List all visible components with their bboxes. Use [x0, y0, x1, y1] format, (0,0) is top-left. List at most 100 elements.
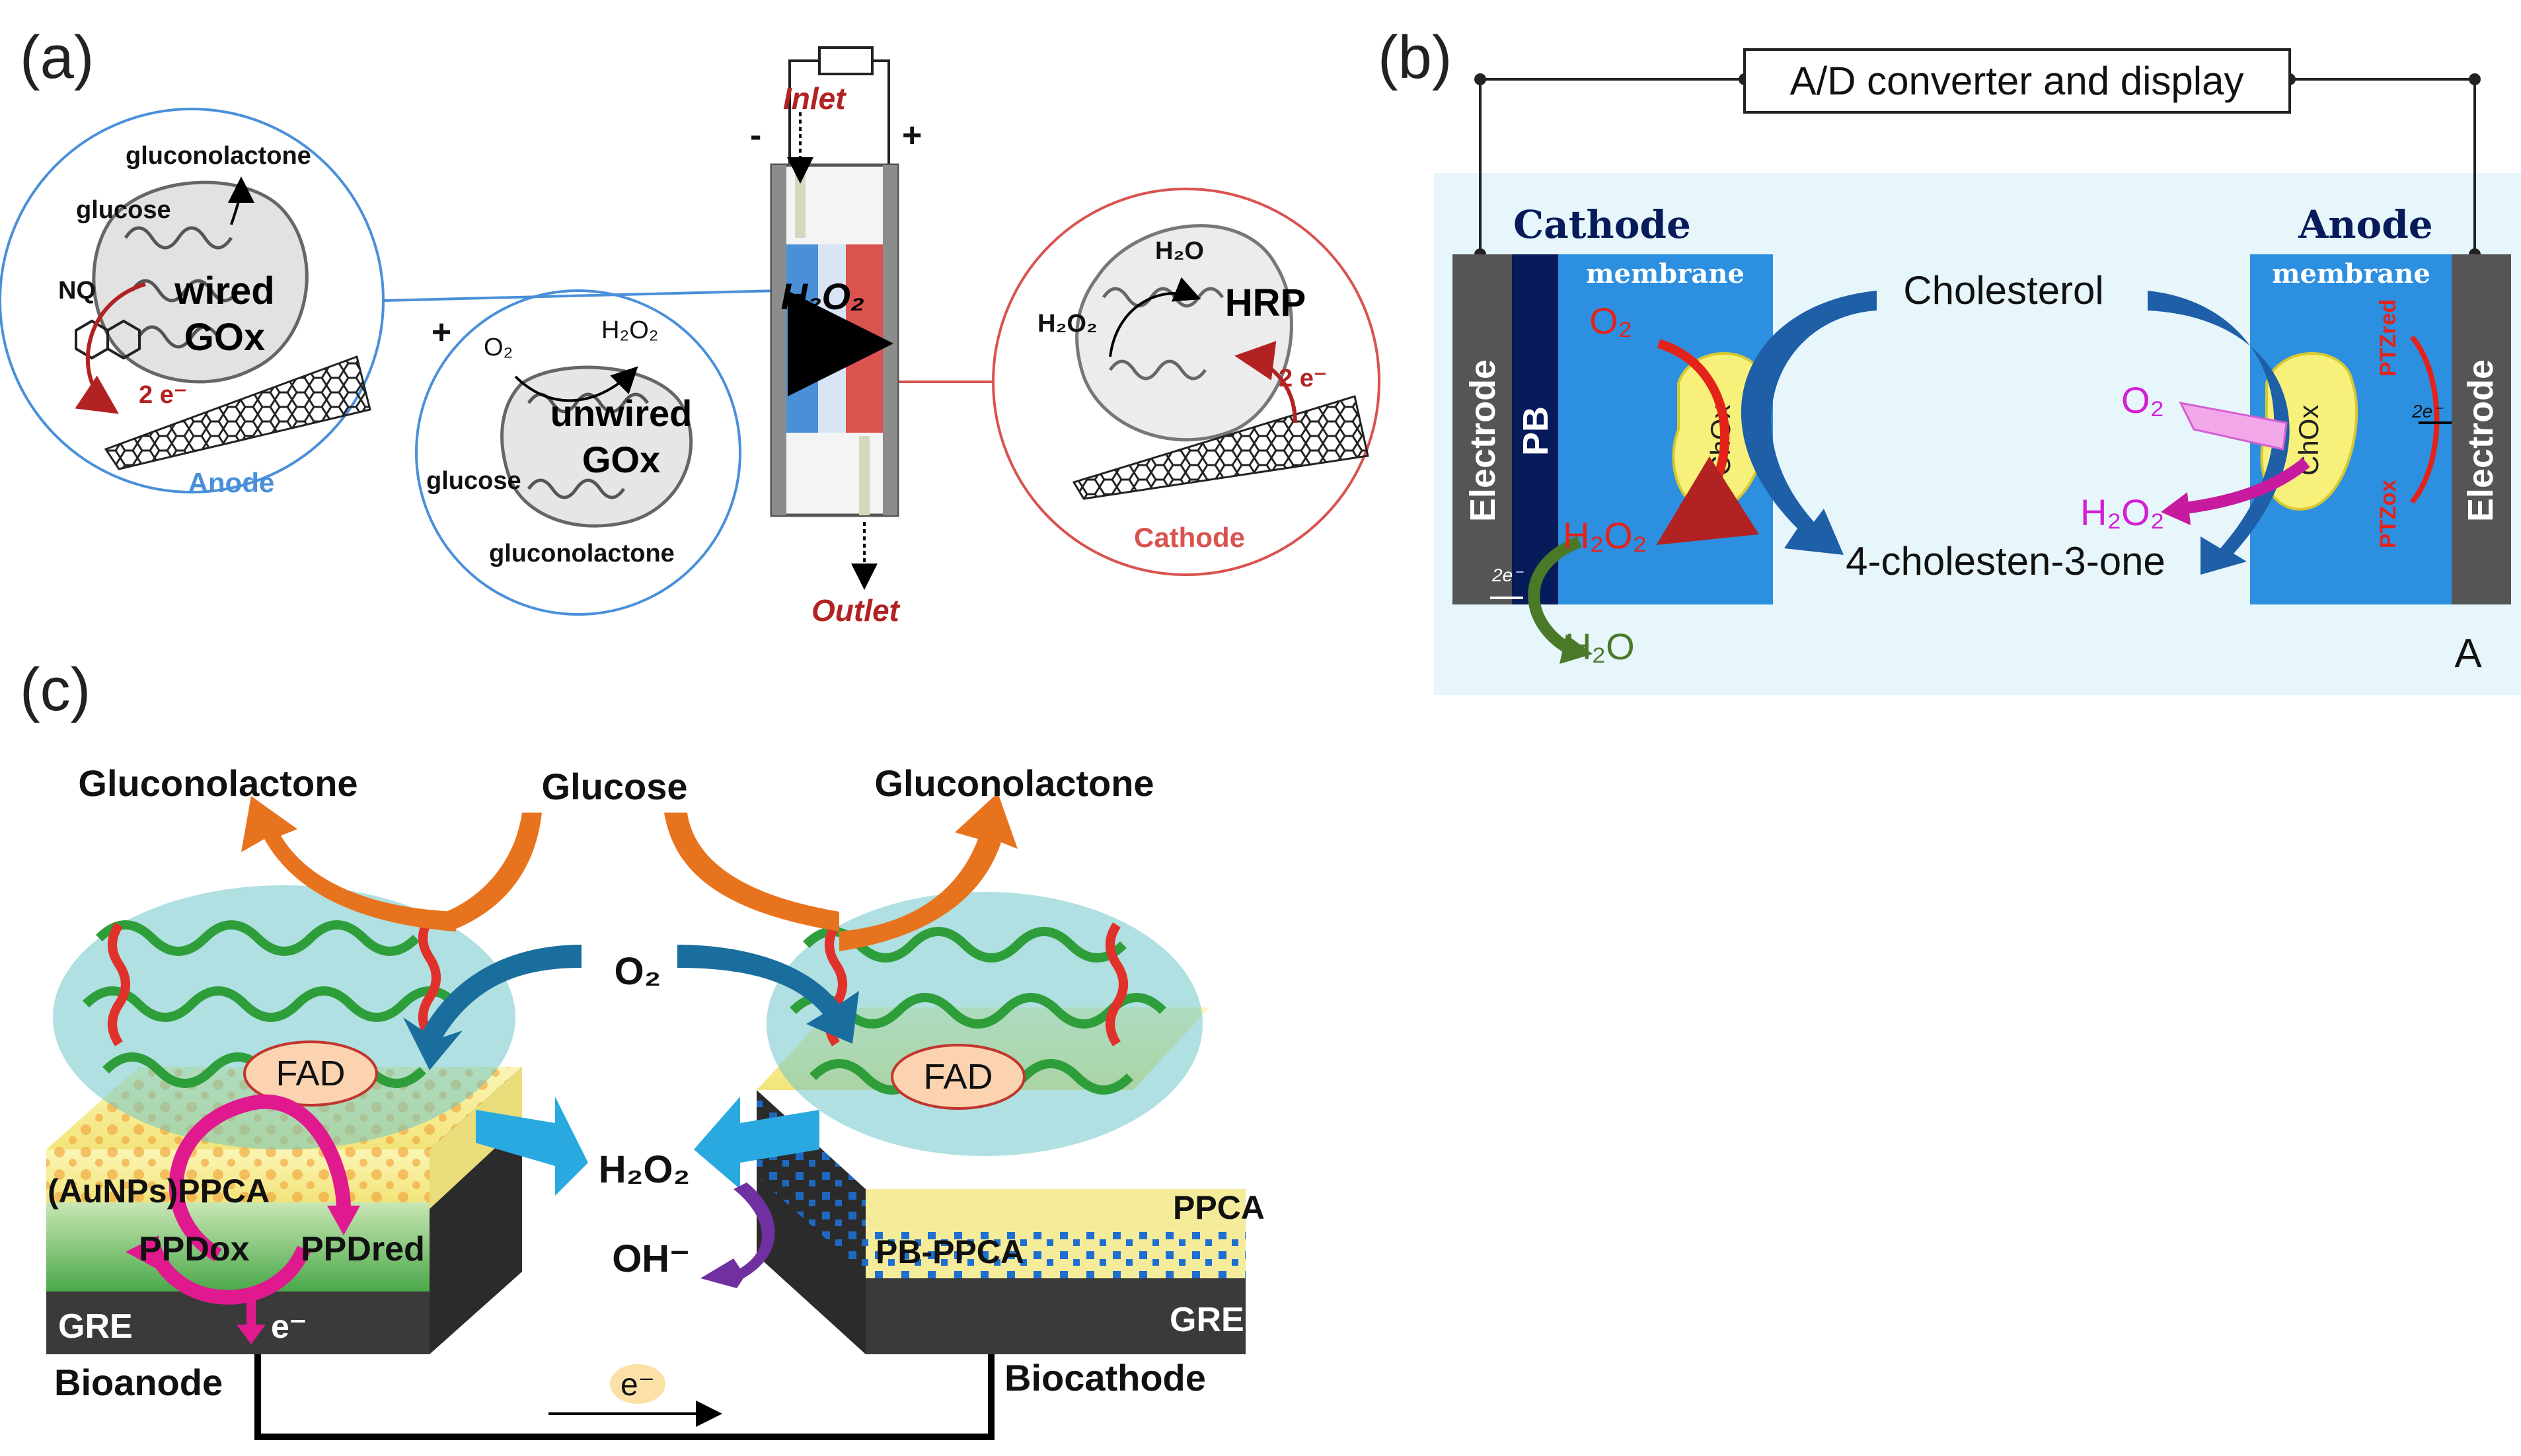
panel-c: (c) — [20, 656, 1265, 1440]
left-enzyme-cluster — [53, 885, 515, 1149]
h2o2-label: H₂O₂ — [599, 1148, 691, 1191]
nq-label: NQ — [58, 277, 96, 305]
cell-plus-label: + — [902, 116, 922, 155]
left-membrane-label: membrane — [1586, 258, 1745, 289]
gluconolactone-left-label: Gluconolactone — [78, 762, 357, 804]
anode-title: Anode — [2298, 202, 2432, 247]
cathode-electrons-label: 2 e⁻ — [1279, 365, 1327, 392]
pb-layer — [1512, 254, 1558, 604]
left-electrode-label: Electrode — [1463, 359, 1503, 522]
bioanode-ppd-layer — [46, 1202, 430, 1292]
left-h2o2-label: H₂O₂ — [1563, 515, 1647, 556]
right-glucose-arrow — [664, 813, 839, 931]
biocathode-ppca-front — [866, 1189, 1246, 1232]
cell-right-wall — [883, 165, 897, 515]
panel-c-label: (c) — [20, 656, 91, 723]
ppd-cycle-arrowhead — [327, 1206, 360, 1235]
wire-node — [2469, 73, 2481, 85]
outlet-tube — [859, 436, 870, 515]
right-membrane-label: membrane — [2272, 258, 2430, 289]
anode-nanotube — [104, 355, 371, 470]
panel-b-corner-label: A — [2454, 631, 2482, 676]
hrp-label: HRP — [1225, 281, 1306, 324]
left-o2-label: O₂ — [1589, 300, 1632, 342]
anode-product-arrow — [227, 176, 254, 225]
resistor-icon — [818, 46, 874, 75]
outlet-label: Outlet — [811, 593, 901, 628]
oh-label: OH⁻ — [612, 1237, 690, 1280]
anode-h2o2-arrow — [476, 1097, 588, 1196]
panel-a-label: (a) — [20, 24, 94, 91]
cathode-electron-arrow — [1234, 341, 1297, 423]
cathode-caption: Cathode — [1134, 522, 1245, 553]
pb-label: PB — [1516, 406, 1556, 456]
anode-to-cell-line — [383, 289, 780, 302]
cathode-h2o2-label: H₂O₂ — [1037, 310, 1098, 338]
wire-electron-badge — [610, 1364, 665, 1404]
ppd-lower-arrowhead — [126, 1235, 162, 1272]
unwired-circle-group: O₂ H₂O₂ unwired GOx glucose gluconolacto… — [415, 289, 741, 616]
converter-label: A/D converter and display — [1789, 59, 2243, 103]
cathode-circle-group: H₂O H₂O₂ HRP 2 e⁻ Cathode — [992, 188, 1380, 576]
right-h2o2-arrowhead — [2161, 492, 2191, 525]
ppd-red-label: PPDred — [301, 1230, 425, 1268]
inlet-label: Inlet — [783, 81, 847, 116]
panel-a-plus: + — [432, 313, 451, 351]
cathode-h2o-label: H₂O — [1155, 237, 1204, 265]
left-fad-label: FAD — [276, 1054, 345, 1093]
anode-electron-label: e⁻ — [271, 1308, 307, 1345]
inlet-tube — [795, 165, 806, 238]
unwired-label-line2: GOx — [582, 439, 660, 480]
unwired-h2o2-label: H₂O₂ — [601, 316, 659, 344]
right-o2-label: O₂ — [2121, 379, 2164, 421]
h2o-arrow — [1528, 536, 1582, 657]
right-o2-arrow — [677, 945, 859, 1044]
unwired-o2-arrow — [514, 366, 638, 402]
cell-wire-right — [872, 59, 890, 165]
bioanode-label: Bioanode — [54, 1362, 223, 1403]
anode-caption: Anode — [188, 467, 275, 498]
left-gluconolactone-arrow — [241, 796, 456, 931]
anode-electron-drop-head — [237, 1325, 266, 1344]
unwired-glucose-label: glucose — [426, 467, 521, 495]
right-h2o2-label: H₂O₂ — [2080, 491, 2164, 533]
right-electrode — [2452, 254, 2511, 604]
right-fad-label: FAD — [923, 1057, 993, 1097]
o2-label: O₂ — [615, 950, 661, 993]
cathode-title: Cathode — [1513, 202, 1691, 247]
converter-box — [1743, 48, 2291, 114]
left-electrons-label: 2e⁻ — [1491, 565, 1524, 585]
wired-label-line1: wired — [174, 270, 275, 312]
pb-ppca-label: PB-PPCA — [876, 1233, 1024, 1270]
anode-electron-arrow — [75, 282, 146, 414]
unwired-o2-label: O₂ — [484, 334, 513, 361]
gre-right-label: GRE — [1170, 1301, 1244, 1339]
h2o-arrowhead — [1560, 634, 1593, 664]
cathode-h2o2-arrow — [694, 1097, 819, 1189]
anode-electrons-label: 2 e⁻ — [139, 381, 187, 409]
anode-gluconolactone-label: gluconolactone — [126, 142, 311, 170]
anode-glucose-label: glucose — [76, 196, 171, 224]
cathode-h2o2-arrow — [1109, 277, 1201, 357]
hrp-protein — [1075, 224, 1293, 442]
left-fad-ellipse — [243, 1040, 378, 1107]
cholesterol-right-arrow — [2148, 291, 2290, 575]
right-h2o2-arrow — [2179, 457, 2310, 515]
h2o-label: H₂O — [1565, 626, 1635, 667]
gre-left-label: GRE — [58, 1307, 133, 1346]
right-electrons-label: 2e⁻ — [2411, 401, 2444, 421]
biocathode-gre-layer — [866, 1278, 1246, 1354]
right-electrode-label: Electrode — [2461, 359, 2501, 522]
panel-b-label: (b) — [1378, 24, 1452, 91]
cell-minus-label: - — [750, 116, 761, 155]
wire-node — [1474, 73, 1486, 85]
ppca-label: PPCA — [1173, 1189, 1265, 1226]
left-o2-arrow — [1656, 339, 1760, 546]
external-circuit-wire — [254, 1354, 995, 1440]
unwired-gox-coils — [527, 392, 650, 499]
ppd-ox-label: PPDox — [139, 1230, 250, 1268]
left-enzyme-helix — [108, 916, 441, 1046]
nq-molecule-icon — [75, 319, 141, 360]
ppd-lower-arrow — [145, 1239, 311, 1305]
left-electrode — [1452, 254, 1512, 604]
